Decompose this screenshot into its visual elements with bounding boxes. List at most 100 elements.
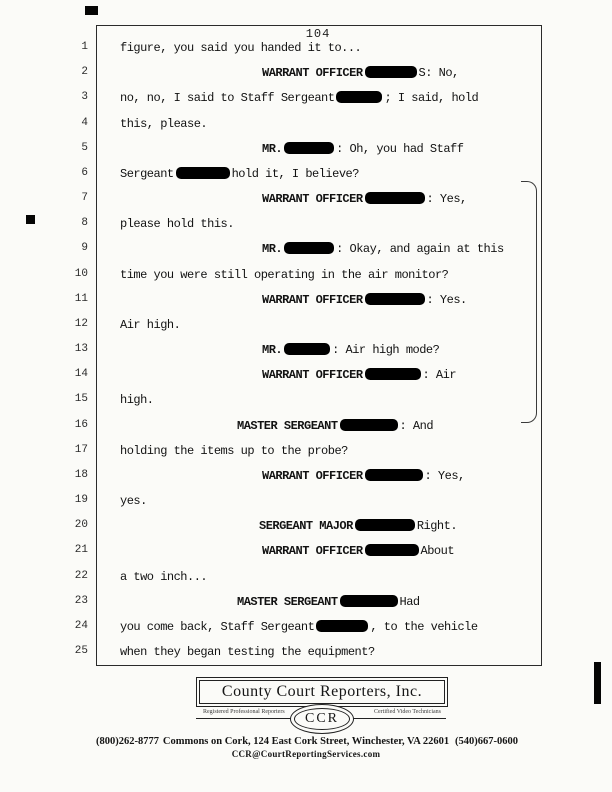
line-number: 18 <box>74 468 88 481</box>
transcript-line: 19 yes. <box>0 493 612 518</box>
redaction-box <box>364 368 421 381</box>
line-text: WARRANT OFFICER : Yes, <box>262 468 465 484</box>
transcript-text: this, please. <box>120 116 208 131</box>
transcript-text: : Oh, you had Staff <box>336 141 464 156</box>
line-number: 14 <box>74 368 88 381</box>
transcript-line: 9 MR.: Okay, and again at this <box>0 241 612 266</box>
redaction-box <box>354 519 415 532</box>
redaction-box <box>364 192 425 205</box>
transcript-text: : Yes, <box>424 468 466 483</box>
transcript-text: you come back, Staff Sergeant <box>120 619 315 634</box>
speaker-name: MR. <box>262 141 283 156</box>
line-number: 3 <box>81 91 88 104</box>
line-text: high. <box>120 392 154 408</box>
transcript-line: 5 MR. : Oh, you had Staff <box>0 141 612 166</box>
transcript-text: Right. <box>416 519 458 534</box>
line-text: please hold this. <box>120 216 234 232</box>
line-text: Air high. <box>120 317 181 333</box>
line-text: yes. <box>120 493 147 509</box>
line-number: 13 <box>74 343 88 356</box>
scan-artifact <box>85 6 98 15</box>
transcript-text: Air high. <box>120 317 181 332</box>
page-number: 104 <box>305 27 331 41</box>
line-text: MR.: Okay, and again at this <box>262 241 504 257</box>
line-text: holding the items up to the probe? <box>120 443 348 459</box>
transcript-text: : Okay, and again at this <box>336 242 504 257</box>
redaction-box <box>339 594 398 607</box>
redaction-box <box>336 91 383 104</box>
line-number: 22 <box>74 569 88 582</box>
transcript-line: 12 Air high. <box>0 317 612 342</box>
address: Commons on Cork, 124 East Cork Street, W… <box>162 736 450 747</box>
line-number: 10 <box>74 267 88 280</box>
redaction-box <box>364 66 417 79</box>
line-number: 19 <box>74 494 88 507</box>
margin-bracket <box>521 181 537 423</box>
line-number: 16 <box>74 418 88 431</box>
speaker-name: WARRANT OFFICER <box>262 468 363 483</box>
transcript-text: a two inch... <box>120 569 208 584</box>
contact-row: (800)262-8777 Commons on Cork, 124 East … <box>0 736 612 750</box>
redaction-box <box>316 619 369 632</box>
line-text: MR.: Air high mode? <box>262 342 440 358</box>
redaction-box <box>284 141 335 154</box>
transcript-text: high. <box>120 393 154 408</box>
scan-artifact <box>594 662 601 704</box>
line-text: time you were still operating in the air… <box>120 267 449 283</box>
line-text: when they began testing the equipment? <box>120 644 375 660</box>
line-text: this, please. <box>120 116 208 132</box>
speaker-name: WARRANT OFFICER <box>262 292 363 307</box>
line-number: 2 <box>81 66 88 79</box>
ccr-monogram-oval: CCR <box>290 704 354 734</box>
line-number: 12 <box>74 317 88 330</box>
right-credential-text: Certified Video Technicians <box>374 709 441 715</box>
line-text: no, no, I said to Staff Sergeant ; I said… <box>120 90 479 106</box>
transcript-line: 18 WARRANT OFFICER : Yes, <box>0 468 612 493</box>
transcript-text: S: No, <box>418 66 460 81</box>
line-text: WARRANT OFFICER : Yes. <box>262 292 467 308</box>
line-text: you come back, Staff Sergeant, to the ve… <box>120 619 478 635</box>
speaker-name: WARRANT OFFICER <box>262 544 363 559</box>
line-number: 5 <box>81 141 88 154</box>
speaker-name: SERGEANT MAJOR <box>259 519 353 534</box>
line-number: 25 <box>74 645 88 658</box>
line-number: 9 <box>81 242 88 255</box>
transcript-text: : Yes. <box>426 292 468 307</box>
line-text: a two inch... <box>120 569 208 585</box>
speaker-name: MR. <box>262 343 283 358</box>
left-credential-text: Registered Professional Reporters <box>203 709 285 715</box>
redaction-box <box>339 418 398 431</box>
ccr-oval-inner-border: CCR <box>294 708 350 730</box>
redaction-box <box>364 292 425 305</box>
line-number: 23 <box>74 594 88 607</box>
email: CCR@CourtReportingServices.com <box>231 749 381 759</box>
phone-right: (540)667-0600 <box>455 736 518 747</box>
transcript-line: 22 a two inch... <box>0 569 612 594</box>
transcript-text: ; I said, hold <box>384 91 479 106</box>
transcript-text: : Air <box>422 368 457 383</box>
redaction-box <box>364 468 423 481</box>
redaction-box <box>284 242 335 255</box>
transcript-text: : And <box>399 418 434 433</box>
transcript-text: Sergeant <box>120 166 174 181</box>
transcript-text: no, no, I said to Staff Sergeant <box>120 91 335 106</box>
transcript-text: please hold this. <box>120 217 234 232</box>
redaction-box <box>364 544 419 557</box>
line-number: 20 <box>74 519 88 532</box>
logo-box: County Court Reporters, Inc. <box>196 677 448 707</box>
scan-artifact <box>26 215 35 224</box>
transcript-text: yes. <box>120 494 147 509</box>
line-number: 15 <box>74 393 88 406</box>
speaker-name: MASTER SERGEANT <box>237 594 338 609</box>
transcript-line: 13 MR.: Air high mode? <box>0 342 612 367</box>
